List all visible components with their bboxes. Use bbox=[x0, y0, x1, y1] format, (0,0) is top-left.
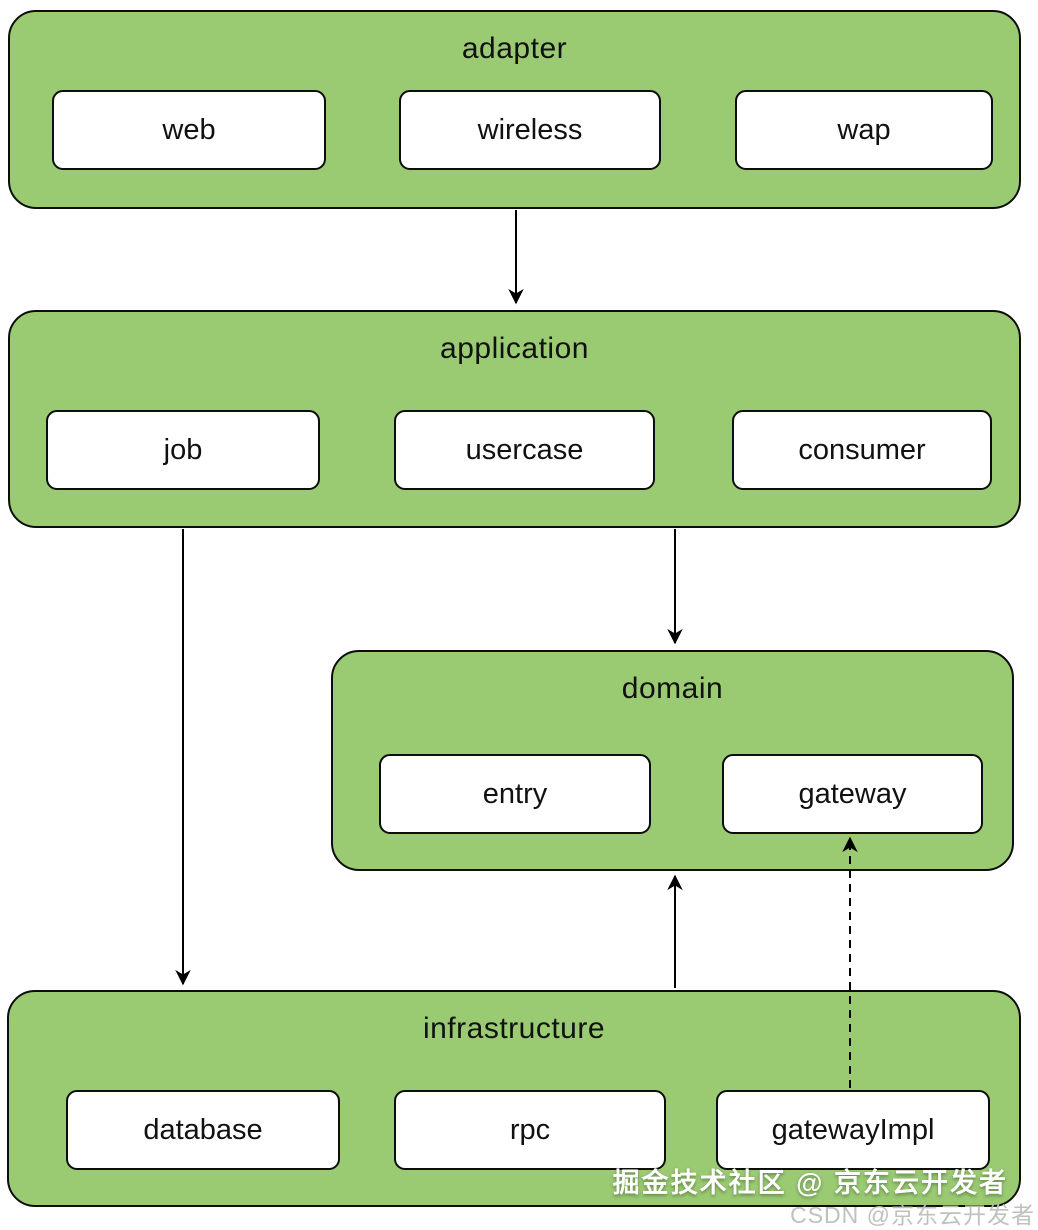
node-rpc: rpc bbox=[394, 1090, 666, 1170]
node-database: database bbox=[66, 1090, 340, 1170]
node-job: job bbox=[46, 410, 320, 490]
node-usercase: usercase bbox=[394, 410, 655, 490]
node-consumer: consumer bbox=[732, 410, 992, 490]
layer-domain: domain entry gateway bbox=[331, 650, 1014, 871]
layer-domain-title: domain bbox=[621, 672, 724, 705]
node-web: web bbox=[52, 90, 326, 170]
node-wap: wap bbox=[735, 90, 993, 170]
node-gateway: gateway bbox=[722, 754, 983, 834]
node-entry: entry bbox=[379, 754, 651, 834]
watermark-juejin: 掘金技术社区 @ 京东云开发者 bbox=[612, 1168, 1008, 1198]
layer-adapter: adapter web wireless wap bbox=[8, 10, 1021, 209]
layer-infrastructure-title: infrastructure bbox=[422, 1012, 606, 1045]
layer-application-title: application bbox=[440, 332, 589, 365]
layer-adapter-title: adapter bbox=[461, 32, 568, 65]
layer-infrastructure: infrastructure database rpc gatewayImpl bbox=[7, 990, 1021, 1207]
layer-application: application job usercase consumer bbox=[8, 310, 1021, 528]
node-wireless: wireless bbox=[399, 90, 661, 170]
watermark-csdn: CSDN @京东云开发者 bbox=[790, 1202, 1035, 1228]
node-gatewayImpl: gatewayImpl bbox=[716, 1090, 990, 1170]
